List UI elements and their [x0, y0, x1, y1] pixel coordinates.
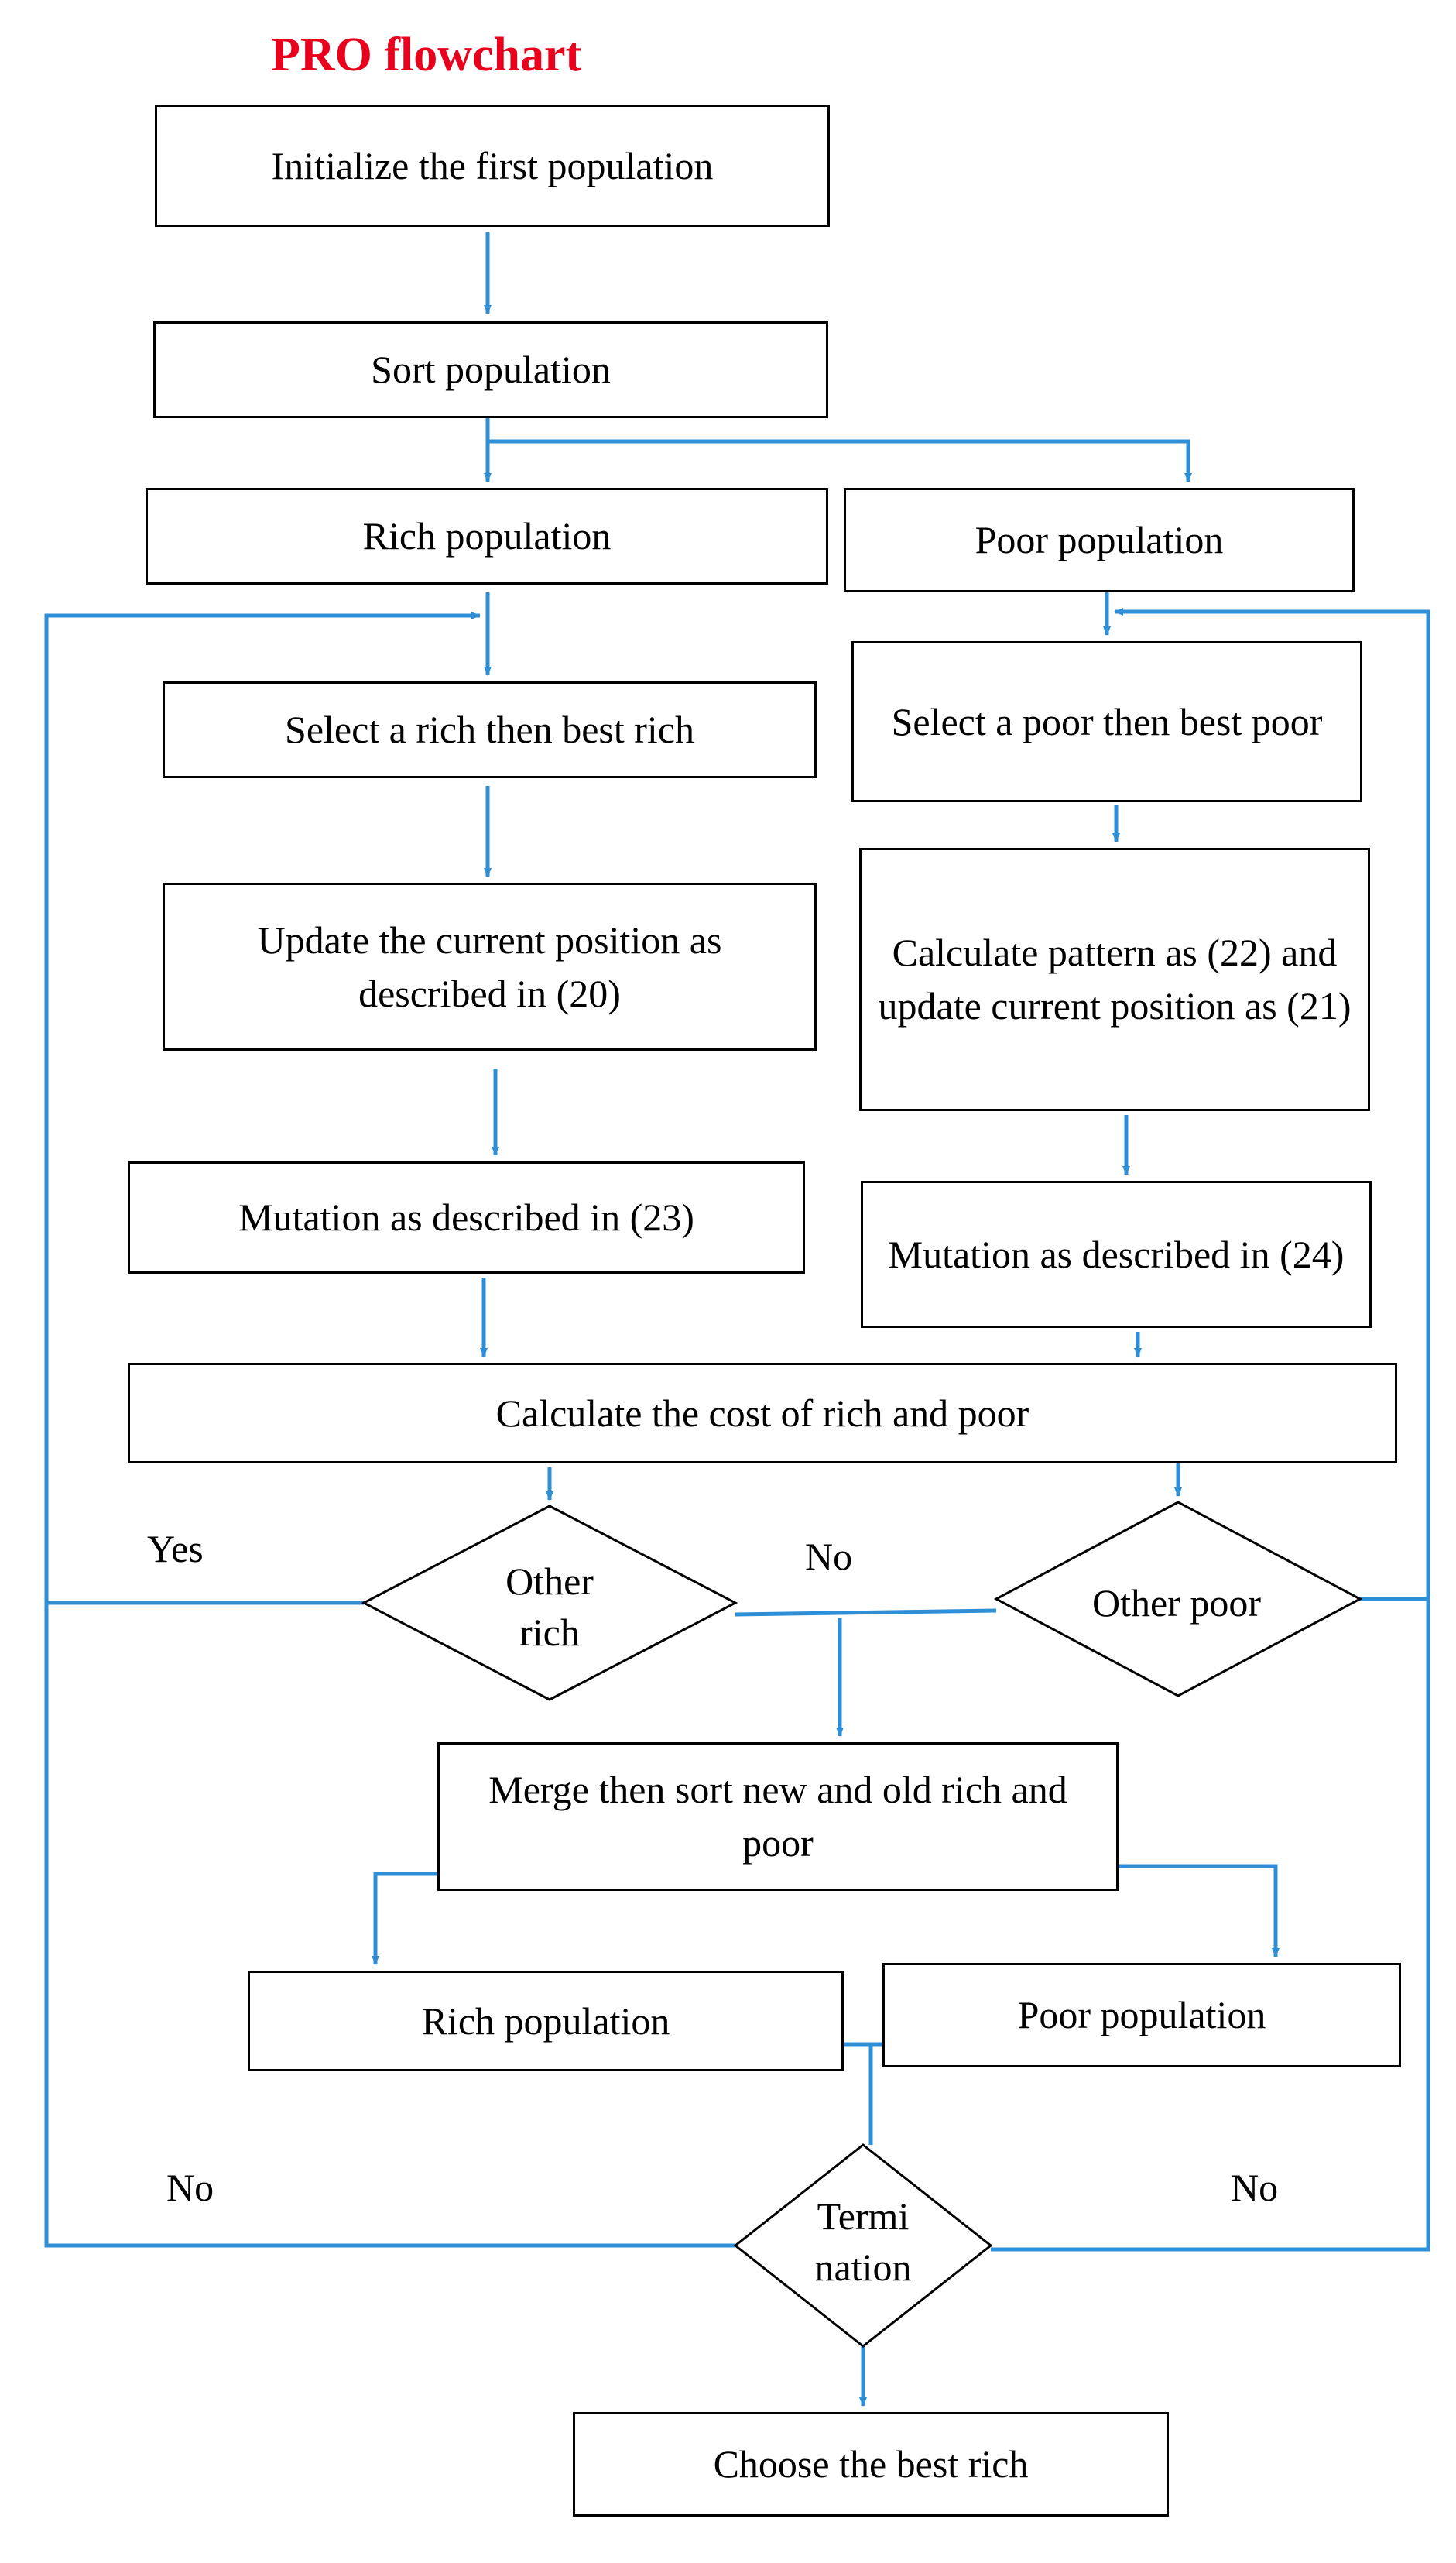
other-rich-label: Other rich: [505, 1559, 594, 1654]
page-title: PRO flowchart: [271, 29, 582, 81]
node-label: Rich population: [421, 1999, 670, 2043]
termination-label: Termi nation: [814, 2194, 912, 2289]
merge-sort-box: Merge then sort new and old rich and poo…: [437, 1742, 1119, 1891]
select-rich-box: Select a rich then best rich: [163, 681, 817, 778]
termination-no-left-label: No: [166, 2166, 214, 2209]
poor-population-box: Poor population: [844, 488, 1355, 592]
edge-termination-no-left: [44, 1603, 735, 2248]
node-label: Mutation as described in (23): [238, 1196, 694, 1239]
edge-termination-no-right: [991, 1599, 1430, 2252]
edge-otherrich-no: [735, 1608, 997, 1617]
rich-population-box: Rich population: [146, 488, 828, 585]
node-label: Initialize the first population: [271, 143, 714, 187]
other-poor-diamond: [993, 1501, 1363, 1697]
node-label: Merge then sort new and old rich and poo…: [488, 1768, 1067, 1865]
node-label: Calculate pattern as (22) and update cur…: [878, 931, 1352, 1028]
other-rich-yes-label: Yes: [147, 1527, 204, 1570]
edge-otherrich-yes-loop: [44, 612, 481, 1605]
choose-best-rich-box: Choose the best rich: [573, 2412, 1169, 2517]
other-poor-label: Other poor: [1092, 1581, 1261, 1625]
rich-population-2-box: Rich population: [248, 1971, 844, 2071]
edge-merge-to-rich2: [372, 1872, 437, 1965]
select-poor-box: Select a poor then best poor: [851, 641, 1362, 802]
node-label: Choose the best rich: [713, 2442, 1029, 2486]
calculate-pattern-box: Calculate pattern as (22) and update cur…: [859, 848, 1370, 1111]
edge-rich2-to-termination: [844, 2042, 873, 2145]
node-label: Select a rich then best rich: [285, 708, 694, 751]
mutation-poor-box: Mutation as described in (24): [861, 1181, 1372, 1328]
other-rich-diamond: [361, 1505, 738, 1701]
node-label: Select a poor then best poor: [891, 699, 1323, 743]
poor-population-2-box: Poor population: [882, 1963, 1401, 2067]
termination-no-right-label: No: [1231, 2166, 1279, 2209]
initialize-population-box: Initialize the first population: [155, 105, 830, 227]
node-label: Rich population: [362, 514, 612, 558]
node-label: Calculate the cost of rich and poor: [495, 1391, 1029, 1435]
node-label: Poor population: [975, 518, 1224, 561]
other-rich-no-label: No: [805, 1535, 853, 1578]
node-label: Poor population: [1017, 1993, 1266, 2036]
node-label: Sort population: [371, 348, 611, 391]
edge-otherpoor-loop: [1114, 608, 1430, 1601]
sort-population-box: Sort population: [153, 321, 828, 418]
node-label: Update the current position as described…: [257, 918, 722, 1015]
edge-merge-to-poor2: [1119, 1864, 1280, 1957]
termination-diamond: [733, 2143, 993, 2348]
update-rich-position-box: Update the current position as described…: [163, 883, 817, 1051]
calculate-cost-box: Calculate the cost of rich and poor: [128, 1363, 1397, 1463]
mutation-rich-box: Mutation as described in (23): [128, 1161, 805, 1274]
edge-sort-to-poor: [488, 439, 1192, 482]
node-label: Mutation as described in (24): [888, 1232, 1345, 1276]
